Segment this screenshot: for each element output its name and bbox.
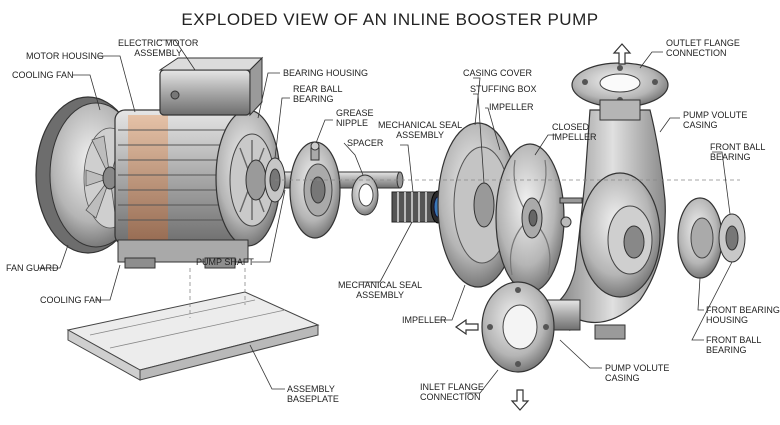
bearing-housing: [289, 141, 341, 239]
label-assembly-baseplate: ASSEMBLY BASEPLATE: [287, 384, 339, 404]
label-pump-volute-bottom: PUMP VOLUTE CASING: [605, 363, 670, 383]
label-mechanical-seal-top: MECHANICAL SEAL ASSEMBLY: [378, 120, 463, 140]
label-electric-motor-assembly: ELECTRIC MOTOR ASSEMBLY: [118, 38, 199, 58]
impeller-bolt: [559, 197, 583, 228]
label-impeller-top: IMPELLER: [489, 102, 534, 112]
mechanical-seal-assembly: [391, 190, 446, 224]
label-front-ball-bearing-top: FRONT BALL BEARING: [710, 142, 766, 162]
label-rear-ball-bearing: REAR BALL BEARING: [293, 84, 343, 104]
pump-volute-casing: [559, 109, 666, 340]
terminal-box: [158, 56, 264, 117]
spacer: [351, 174, 379, 216]
left-arrow-icon: [454, 318, 479, 336]
page-title: EXPLODED VIEW OF AN INLINE BOOSTER PUMP: [181, 10, 599, 29]
outlet-flange-connection: [571, 62, 669, 121]
inlet-flange-connection: [481, 281, 581, 373]
label-fan-guard: FAN GUARD: [6, 263, 59, 273]
front-bearing-housing: [677, 197, 723, 279]
label-cooling-fan-bottom: COOLING FAN: [40, 295, 102, 305]
inlet-arrow-icon: [510, 389, 530, 411]
label-mechanical-seal-bottom: MECHANICAL SEAL ASSEMBLY: [338, 280, 423, 300]
outlet-arrow-icon: [612, 43, 632, 65]
alignment-lines: [189, 179, 740, 318]
label-cooling-fan-top: COOLING FAN: [12, 70, 74, 80]
motor-housing: [114, 109, 281, 269]
label-pump-volute-top: PUMP VOLUTE CASING: [683, 110, 748, 130]
label-motor-housing: MOTOR HOUSING: [26, 51, 104, 61]
label-inlet-flange: INLET FLANGE CONNECTION: [420, 382, 484, 402]
front-ball-bearing: [718, 213, 746, 263]
label-pump-shaft: PUMP SHAFT: [196, 257, 254, 267]
label-bearing-housing: BEARING HOUSING: [283, 68, 369, 78]
label-front-bearing-housing: FRONT BEARING HOUSING: [706, 305, 780, 325]
closed-impeller: [495, 143, 565, 293]
label-front-ball-bearing-bottom: FRONT BALL BEARING: [706, 335, 762, 355]
label-closed-impeller: CLOSED IMPELLER: [552, 122, 597, 142]
label-stuffing-box: STUFFING BOX: [470, 84, 537, 94]
label-casing-cover: CASING COVER: [463, 68, 533, 78]
leader-lines: [38, 39, 733, 394]
label-grease-nipple: GREASE NIPPLE: [336, 108, 374, 128]
label-outlet-flange: OUTLET FLANGE CONNECTION: [666, 38, 740, 58]
label-impeller-bottom: IMPELLER: [402, 315, 447, 325]
assembly-baseplate: [66, 291, 320, 381]
grease-nipple: [310, 141, 320, 161]
label-spacer: SPACER: [347, 138, 384, 148]
